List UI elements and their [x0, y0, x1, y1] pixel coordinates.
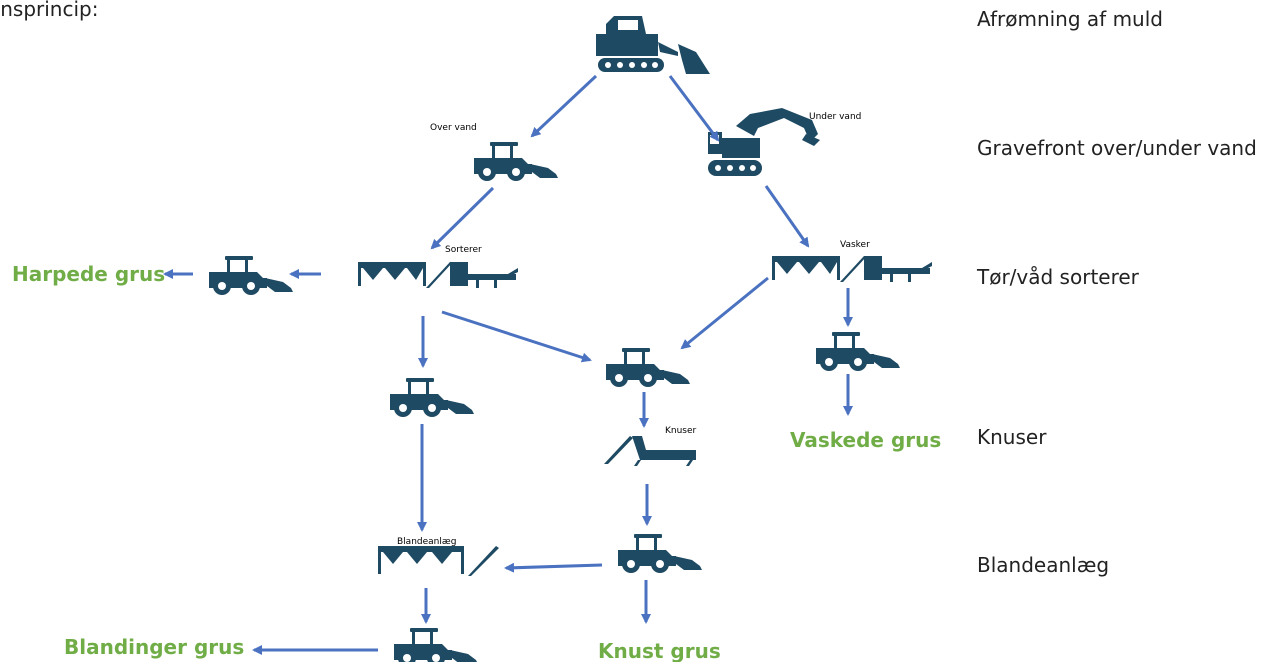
wheel-loader-icon: [394, 628, 478, 662]
wheel-loader-icon: [474, 142, 558, 181]
output-knust-grus: Knust grus: [598, 639, 721, 662]
output-blandinger-grus: Blandinger grus: [64, 635, 244, 659]
arrow: [430, 186, 495, 250]
mixing-plant-icon: [378, 546, 499, 576]
arrow: [668, 75, 720, 142]
washer-icon: [772, 256, 932, 282]
wheel-loader-icon: [618, 534, 702, 573]
label-vasker: Vasker: [840, 240, 870, 250]
label-knuser: Knuser: [665, 426, 697, 436]
wheel-loader-icon: [390, 378, 474, 417]
step-label-gravefront: Gravefront over/under vand: [977, 136, 1257, 160]
wheel-loader-icon: [209, 256, 293, 295]
screener-icon: [358, 262, 518, 288]
excavator-icon: [708, 108, 820, 176]
arrow: [530, 74, 598, 138]
step-label-blandeanlaeg: Blandeanlæg: [977, 553, 1109, 577]
arrow: [680, 276, 769, 350]
label-under-vand: Under vand: [809, 112, 861, 122]
label-sorterer: Sorterer: [445, 245, 482, 255]
arrow: [504, 562, 603, 573]
output-vaskede-grus: Vaskede grus: [790, 428, 941, 452]
header-text: onsprincip:: [0, 0, 98, 21]
bulldozer-icon: [596, 16, 710, 74]
step-label-afromning: Afrømning af muld: [977, 7, 1163, 31]
step-label-knuser: Knuser: [977, 425, 1047, 449]
step-label-sorterer: Tør/våd sorterer: [976, 265, 1140, 289]
arrow: [441, 310, 592, 363]
label-blandeanlaeg: Blandeanlæg: [397, 537, 456, 547]
output-harpede-grus: Harpede grus: [12, 262, 165, 286]
label-over-vand: Over vand: [430, 123, 477, 133]
wheel-loader-icon: [816, 332, 900, 371]
wheel-loader-icon: [606, 348, 690, 387]
arrow: [764, 185, 810, 248]
crusher-icon: [604, 436, 696, 466]
